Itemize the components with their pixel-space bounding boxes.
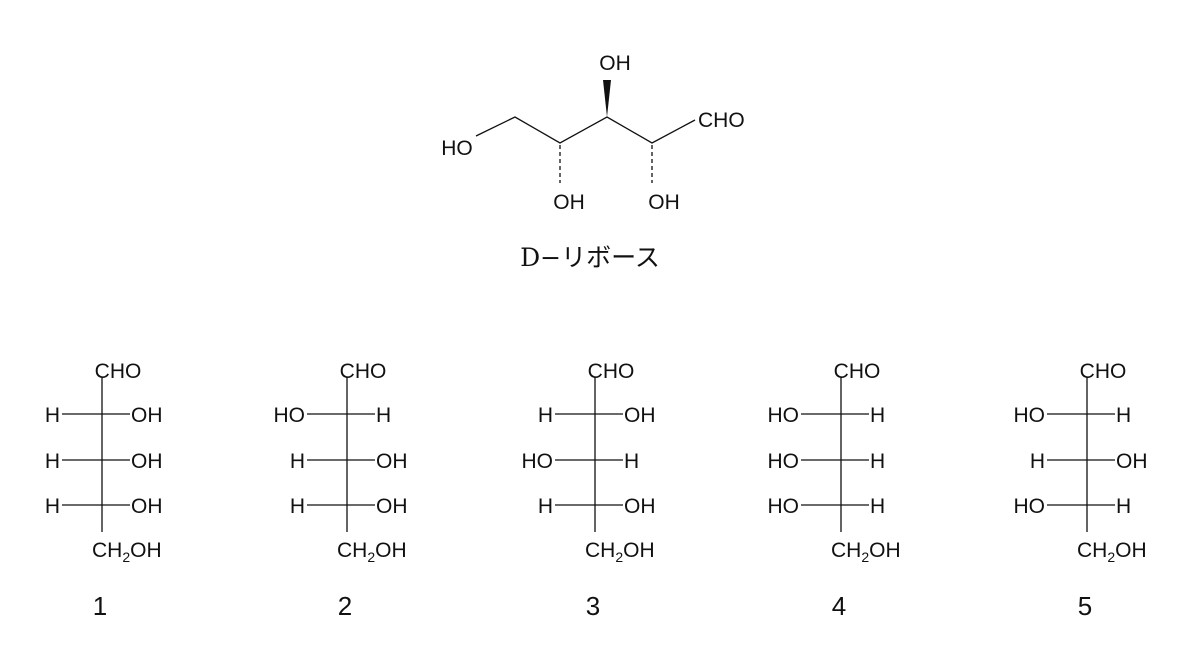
fischer-right-substituent: H — [870, 404, 885, 427]
fischer-option-number: 2 — [338, 591, 352, 621]
fischer-left-substituent: HO — [768, 450, 800, 473]
ribose-main-chain — [475, 116, 696, 144]
fischer-left-substituent: H — [45, 495, 60, 518]
fischer-bottom-label: CH2OH — [92, 539, 162, 565]
fischer-right-substituent: OH — [131, 450, 163, 473]
fischer-bottom-ch: CH — [337, 539, 367, 562]
fischer-option-number: 4 — [832, 591, 846, 621]
fischer-option-number: 3 — [586, 591, 600, 621]
fischer-top-label: CHO — [588, 360, 635, 383]
fischer-bottom-oh: OH — [375, 539, 407, 562]
ribose-structure: OH CHO HO OH OH D−リボース — [441, 52, 744, 272]
fischer-right-substituent: OH — [131, 404, 163, 427]
fischer-right-substituent: H — [870, 495, 885, 518]
ribose-oh-bottom-left-label: OH — [553, 191, 585, 214]
fischer-left-substituent: HO — [522, 450, 554, 473]
fischer-bottom-label: CH2OH — [337, 539, 407, 565]
fischer-left-substituent: HO — [768, 404, 800, 427]
fischer-option-number: 1 — [93, 591, 107, 621]
ribose-caption: D−リボース — [520, 243, 660, 272]
ribose-cho-label: CHO — [698, 109, 745, 132]
fischer-left-substituent: H — [538, 495, 553, 518]
fischer-bottom-label: CH2OH — [585, 539, 655, 565]
fischer-top-label: CHO — [834, 360, 881, 383]
fischer-bottom-label: CH2OH — [831, 539, 901, 565]
fischer-top-label: CHO — [95, 360, 142, 383]
fischer-right-substituent: H — [624, 450, 639, 473]
fischer-bottom-label: CH2OH — [1077, 539, 1147, 565]
fischer-right-substituent: H — [1116, 404, 1131, 427]
fischer-left-substituent: H — [290, 495, 305, 518]
fischer-left-substituent: H — [538, 404, 553, 427]
fischer-left-substituent: H — [45, 404, 60, 427]
fischer-left-substituent: HO — [768, 495, 800, 518]
fischer-top-label: CHO — [1080, 360, 1127, 383]
fischer-bottom-oh: OH — [623, 539, 655, 562]
fischer-bottom-oh: OH — [130, 539, 162, 562]
fischer-right-substituent: OH — [624, 495, 656, 518]
fischer-right-substituent: H — [1116, 495, 1131, 518]
fischer-right-substituent: H — [376, 404, 391, 427]
fischer-left-substituent: H — [1030, 450, 1045, 473]
fischer-bottom-oh: OH — [869, 539, 901, 562]
fischer-bottom-ch: CH — [831, 539, 861, 562]
fischer-bottom-ch: CH — [92, 539, 122, 562]
fischer-right-substituent: OH — [131, 495, 163, 518]
fischer-bottom-oh: OH — [1115, 539, 1147, 562]
fischer-right-substituent: OH — [376, 450, 408, 473]
fischer-right-substituent: OH — [624, 404, 656, 427]
fischer-bottom-ch: CH — [1077, 539, 1107, 562]
fischer-left-substituent: H — [290, 450, 305, 473]
fischer-option-number: 5 — [1078, 591, 1092, 621]
fischer-bottom-subscript: 2 — [367, 549, 375, 565]
ribose-ho-left-label: HO — [441, 137, 473, 160]
fischer-left-substituent: HO — [1014, 404, 1046, 427]
fischer-left-substituent: H — [45, 450, 60, 473]
fischer-bottom-subscript: 2 — [1107, 549, 1115, 565]
fischer-left-substituent: HO — [274, 404, 306, 427]
fischer-bottom-ch: CH — [585, 539, 615, 562]
fischer-left-substituent: HO — [1014, 495, 1046, 518]
fischer-bottom-subscript: 2 — [861, 549, 869, 565]
fischer-right-substituent: OH — [1116, 450, 1148, 473]
ribose-oh-top-label: OH — [599, 52, 631, 75]
fischer-top-label: CHO — [340, 360, 387, 383]
ribose-oh-bottom-right-label: OH — [648, 191, 680, 214]
fischer-bottom-subscript: 2 — [122, 549, 130, 565]
fischer-right-substituent: H — [870, 450, 885, 473]
fischer-right-substituent: OH — [376, 495, 408, 518]
ribose-wedge-bond — [603, 80, 611, 117]
fischer-bottom-subscript: 2 — [615, 549, 623, 565]
